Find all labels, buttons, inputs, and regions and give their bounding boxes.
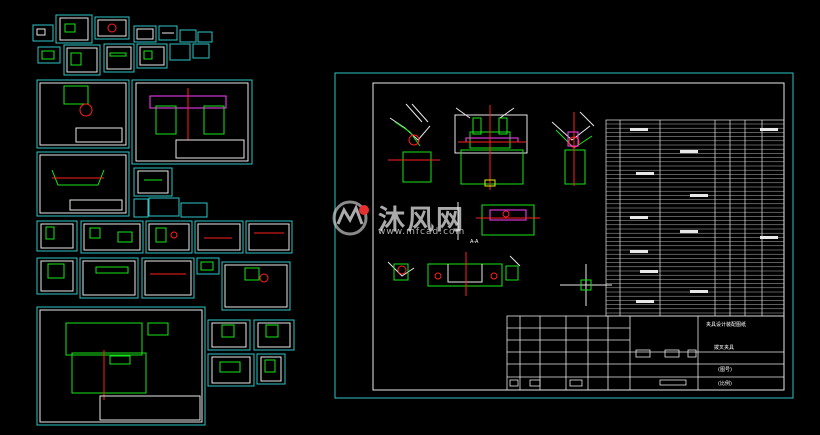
sheet-thumb-27 [196, 257, 220, 275]
title-block-drawing-name: 拨叉夹具 [714, 345, 735, 351]
sheet-thumb-16 [36, 151, 130, 217]
section-label: A-A [470, 239, 479, 245]
parts-list-entry [640, 270, 658, 273]
sheet-thumb-32 [207, 353, 255, 387]
title-block-sheet-note: (图号) [718, 367, 732, 373]
sheet-thumb-8 [37, 46, 61, 64]
sheet-thumb-11 [136, 43, 168, 69]
sheet-thumb-20 [80, 220, 144, 254]
sheet-thumb-12 [169, 43, 191, 61]
sheet-thumb-24 [36, 257, 78, 295]
sheet-outer-border [334, 72, 794, 399]
parts-list-entry [630, 216, 648, 219]
title-block-scale-note: (比例) [718, 381, 732, 387]
sheet-thumb-18 [133, 197, 208, 218]
view-front [454, 105, 528, 190]
sheet-thumb-33 [256, 353, 286, 385]
sheet-thumb-26 [141, 257, 195, 299]
sheet-thumb-19 [36, 220, 78, 252]
sheet-thumb-7 [197, 31, 213, 43]
sheet-thumb-28 [221, 261, 291, 311]
sheet-thumb-6 [179, 29, 197, 43]
parts-list-entry [680, 230, 698, 233]
parts-list-entry [636, 300, 654, 303]
parts-list-entry [636, 172, 654, 175]
sheet-thumb-9 [63, 44, 101, 76]
title-block [506, 315, 785, 391]
sheet-thumb-31 [253, 319, 295, 351]
view-section-aa [457, 202, 540, 240]
sheet-thumb-17 [133, 167, 173, 197]
sheet-thumb-13 [192, 43, 210, 59]
sheet-thumb-10 [103, 43, 135, 73]
sheet-thumb-21 [145, 220, 193, 254]
sheet-thumb-23 [245, 220, 293, 254]
sheet-thumb-2 [55, 14, 93, 44]
thumbnail-sheets [32, 14, 295, 426]
parts-list-entry [680, 150, 698, 153]
sheet-thumb-1 [32, 24, 54, 42]
sheet-thumb-15 [131, 79, 253, 165]
title-block-project-title: 夹具设计装配图纸 [706, 322, 747, 328]
view-left-elevation [388, 103, 440, 183]
sheet-thumb-25 [79, 257, 139, 299]
view-bottom [387, 252, 612, 306]
parts-list-entry [760, 128, 778, 131]
sheet-thumb-4 [133, 25, 157, 43]
sheet-thumb-14 [36, 79, 130, 149]
parts-list-entry [690, 194, 708, 197]
main-drawing-sheet[interactable]: A-A [334, 72, 794, 399]
parts-list-rows [606, 123, 784, 314]
parts-list-entry [690, 290, 708, 293]
view-right-side [551, 111, 595, 186]
sheet-thumb-30 [207, 319, 251, 351]
sheet-thumb-22 [194, 220, 244, 254]
sheet-thumb-3 [94, 16, 130, 40]
sheet-thumb-5 [158, 25, 178, 41]
parts-list-entry [760, 236, 778, 239]
parts-list-entry [630, 128, 648, 131]
parts-list-entry [630, 250, 648, 253]
sheet-thumb-29 [36, 306, 206, 426]
